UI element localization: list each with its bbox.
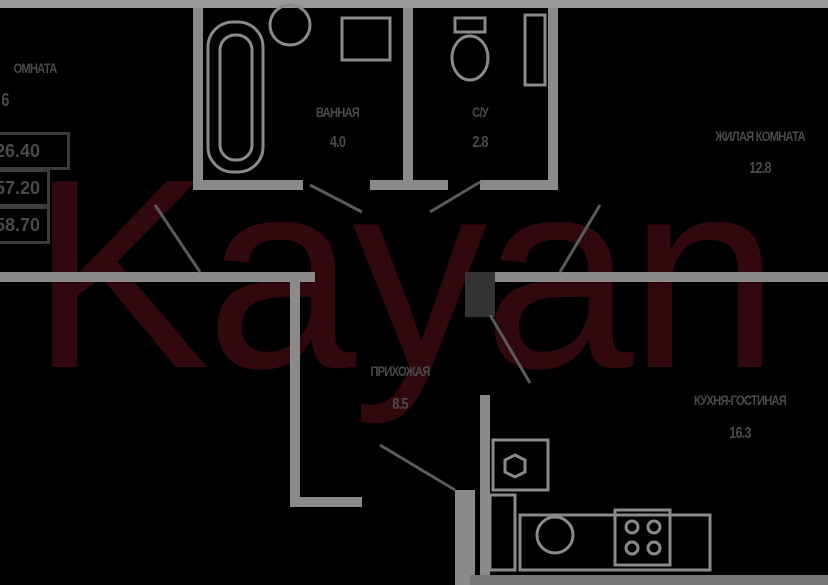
wc-name: С/У <box>472 104 489 120</box>
area-row: 58.70 <box>0 206 50 244</box>
wc-area: 2.8 <box>472 134 488 151</box>
living-area: 12.8 <box>749 160 772 177</box>
area-row: 57.20 <box>0 169 50 207</box>
hall-name: ПРИХОЖАЯ <box>370 363 430 379</box>
area-row: 26.40 <box>0 132 70 170</box>
kitchen-name: КУХНЯ-ГОСТИНАЯ <box>693 392 787 408</box>
living-name: ЖИЛАЯ КОМНАТА <box>715 128 805 144</box>
room-left-area: 6 <box>1 90 9 110</box>
room-left-name: ОМНАТА <box>13 60 57 76</box>
bath-name: ВАННАЯ <box>315 104 360 120</box>
hall-area: 8.5 <box>392 396 408 413</box>
bath-area: 4.0 <box>329 134 346 151</box>
kitchen-area: 16.3 <box>729 425 752 442</box>
